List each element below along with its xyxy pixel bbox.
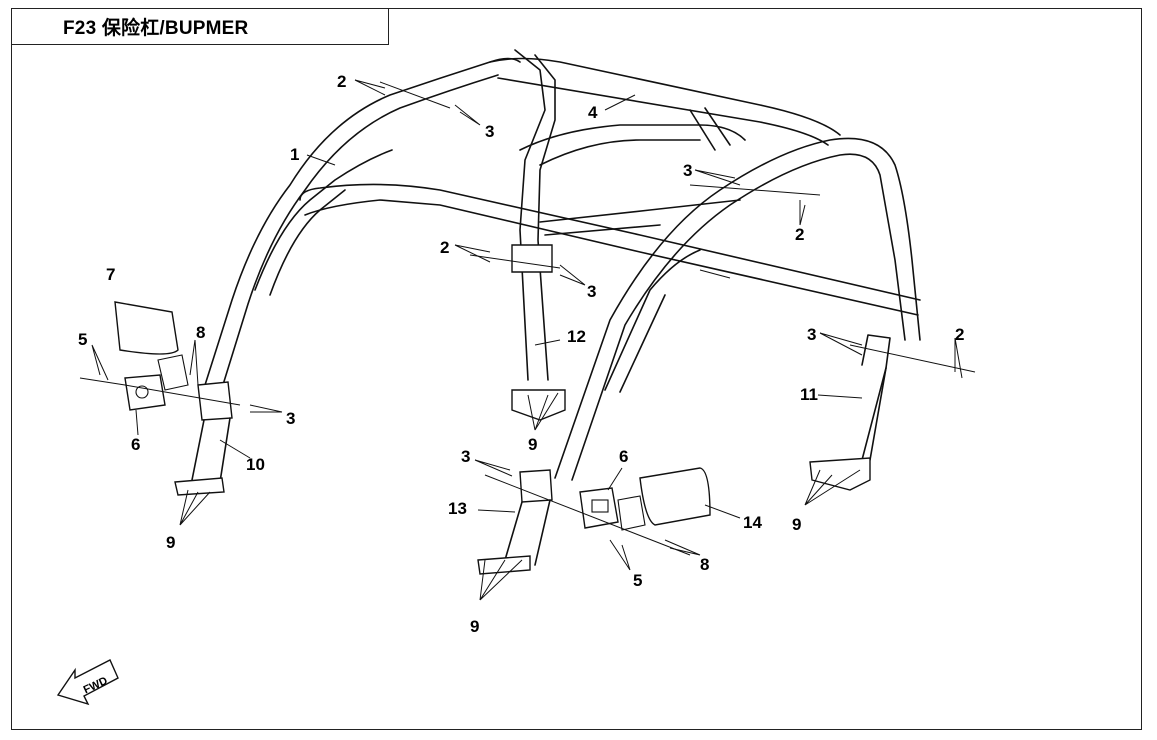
right-rear-post	[809, 334, 891, 491]
callout-2c: 2	[440, 238, 449, 257]
callout-1: 1	[290, 145, 299, 164]
callout-2d: 2	[955, 325, 964, 344]
front-cross-bar	[299, 183, 921, 316]
callout-labels: 1 2 2 2 2 3 3 3 3 3 3 11 4 5 5 6 6 7 8 8…	[78, 72, 964, 636]
callout-3a: 3	[485, 122, 494, 141]
callout-9b: 9	[528, 435, 537, 454]
callout-3f: 3	[461, 447, 470, 466]
callout-6b: 6	[619, 447, 628, 466]
callout-14: 14	[743, 513, 762, 532]
bolt-axes	[79, 81, 976, 556]
callout-3d: 3	[807, 325, 816, 344]
callout-4: 4	[588, 103, 598, 122]
callout-6a: 6	[131, 435, 140, 454]
title-block: F23 保险杠/BUPMER	[11, 8, 389, 45]
right-front-leg	[477, 469, 553, 575]
left-mirror	[114, 301, 189, 411]
left-front-hoop	[204, 57, 521, 389]
callout-8a: 8	[196, 323, 205, 342]
top-rear-bar	[489, 57, 841, 166]
callout-7: 7	[106, 265, 115, 284]
drawing-frame	[11, 8, 1142, 730]
callout-13: 13	[448, 499, 467, 518]
callout-3c: 3	[587, 282, 596, 301]
callout-12: 12	[567, 327, 586, 346]
callout-11: 11	[800, 385, 818, 404]
callout-8b: 8	[700, 555, 709, 574]
page-title: F23 保险杠/BUPMER	[63, 17, 249, 39]
right-front-hoop	[554, 137, 921, 481]
callout-3e: 3	[286, 409, 295, 428]
right-mirror	[579, 467, 711, 531]
callout-9d: 9	[470, 617, 479, 636]
callout-2b: 2	[795, 225, 804, 244]
callout-2a: 2	[337, 72, 346, 91]
callout-leaders	[91, 79, 963, 601]
callout-9c: 9	[792, 515, 801, 534]
fwd-arrow: FWD	[56, 659, 119, 706]
callout-10: 10	[246, 455, 265, 474]
callout-5a: 5	[78, 330, 87, 349]
callout-5b: 5	[633, 571, 642, 590]
center-rear-post	[511, 49, 566, 421]
callout-3b: 3	[683, 161, 692, 180]
callout-9a: 9	[166, 533, 175, 552]
